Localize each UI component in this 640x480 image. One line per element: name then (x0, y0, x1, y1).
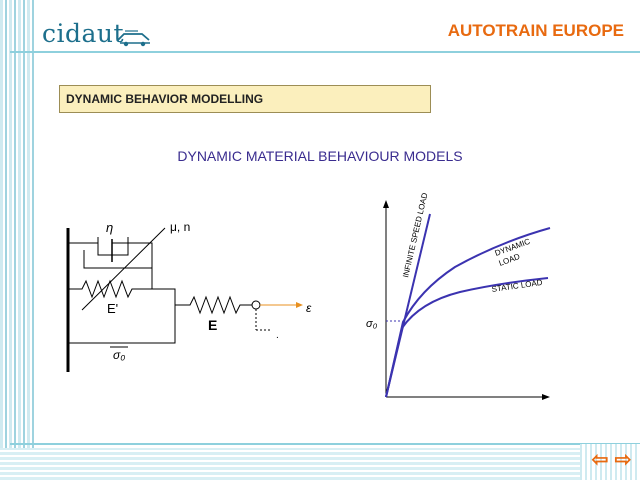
dashpot-cylinder (97, 237, 129, 256)
left-decorative-stripes (0, 0, 36, 480)
header-bar (36, 0, 640, 56)
section-title-box: DYNAMIC BEHAVIOR MODELLING (59, 85, 431, 113)
spring-e (175, 295, 252, 315)
friction-element (68, 315, 176, 344)
static-label: STATIC LOAD (491, 278, 543, 294)
upper-frame (83, 250, 152, 269)
eta-label: η (106, 220, 113, 235)
left-arrow-icon[interactable]: ⇦ (591, 449, 609, 471)
header-divider (10, 51, 640, 53)
e-prime-label: E' (107, 301, 118, 316)
static-load-curve (385, 277, 549, 398)
spring-e-prime (68, 268, 153, 299)
sigma0-label: σ₀ (113, 348, 125, 362)
footer-right-stripes (580, 444, 640, 480)
section-title: DYNAMIC BEHAVIOR MODELLING (66, 92, 264, 106)
e-label: E (208, 317, 217, 333)
mu-n-label: μ, n (170, 220, 190, 234)
car-logo-icon (117, 30, 150, 47)
dynamic-load-curve (385, 227, 551, 398)
y-axis-arrow-icon (383, 200, 389, 208)
curves-sigma0-label: σ₀ (366, 318, 378, 330)
header-title: AUTOTRAIN EUROPE (447, 21, 624, 40)
slide-subtitle: DYNAMIC MATERIAL BEHAVIOUR MODELS (177, 148, 463, 164)
epsilon-label: ε (306, 301, 312, 315)
dashpot-link-right (112, 242, 153, 268)
footer-decorative-stripes (0, 448, 640, 480)
right-arrow-icon[interactable]: ⇨ (614, 449, 632, 471)
dot-label: . (276, 330, 279, 341)
strain-arrow-head-icon (296, 302, 303, 308)
footer-divider (10, 443, 640, 445)
variable-parameter-line (81, 227, 166, 311)
x-axis-arrow-icon (542, 394, 550, 400)
cidaut-logo: cidaut (42, 19, 125, 48)
